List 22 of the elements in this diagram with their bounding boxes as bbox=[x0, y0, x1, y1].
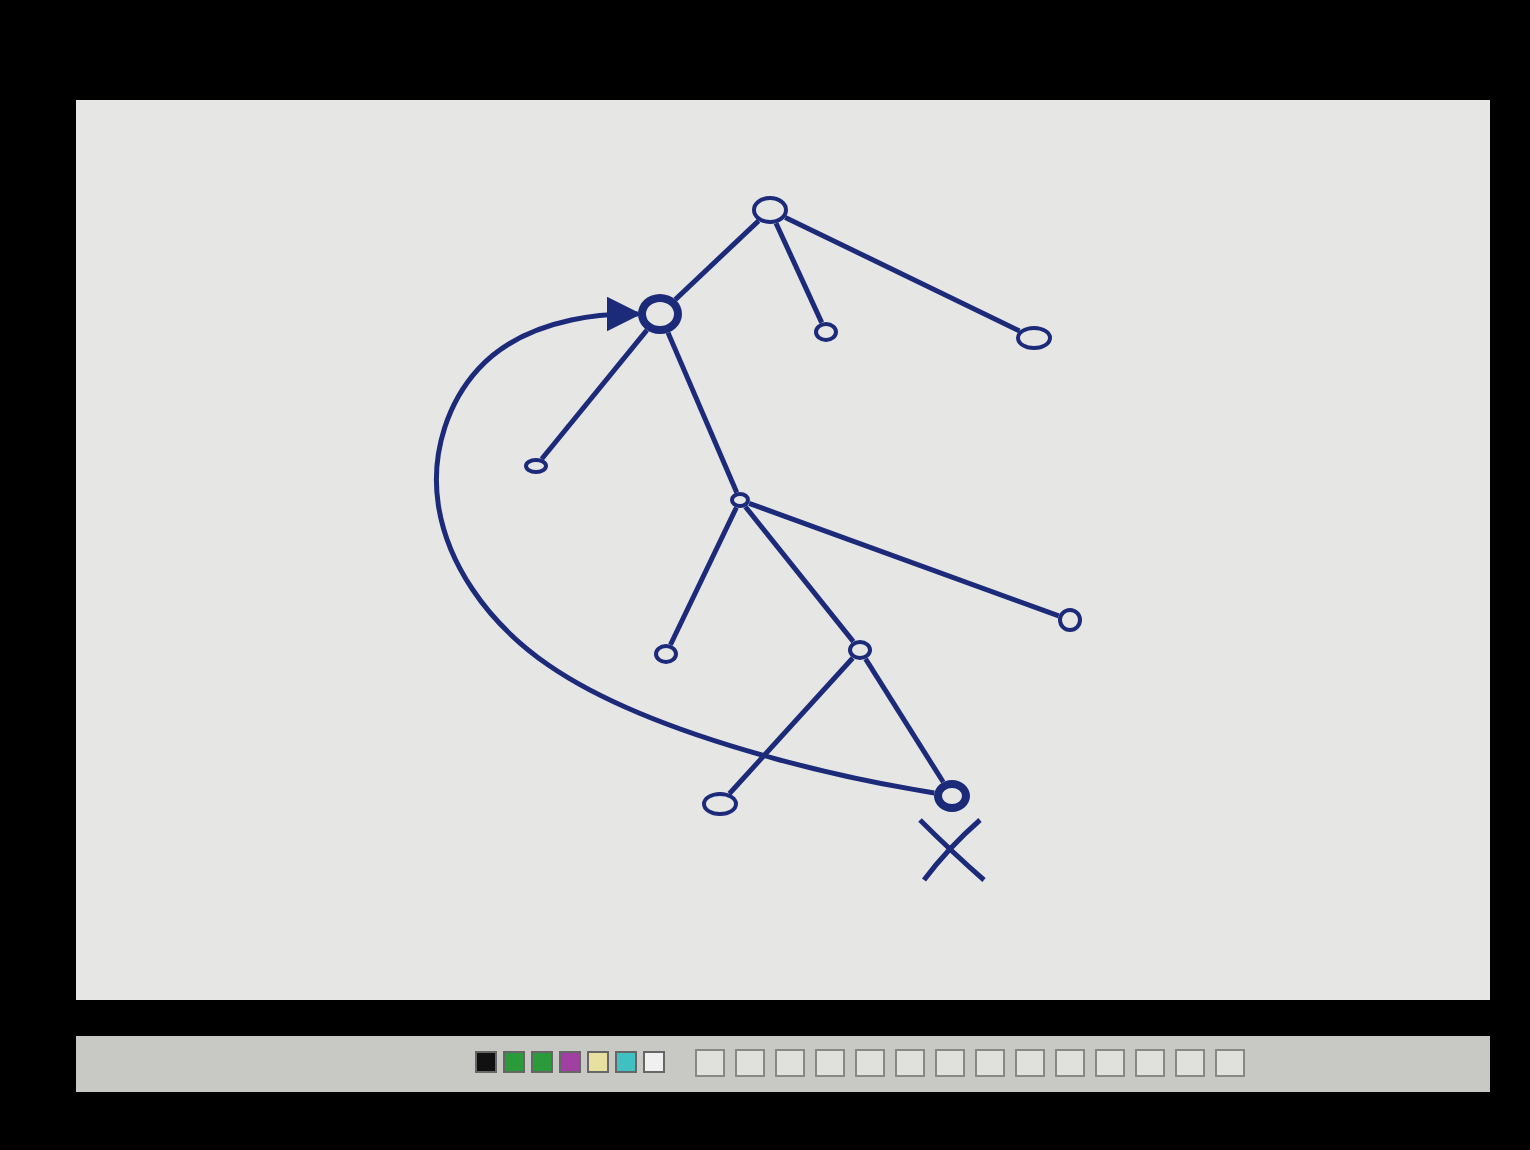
tree-branch-line bbox=[727, 656, 855, 796]
tree-branch-line bbox=[743, 505, 856, 644]
tree-node-circle bbox=[1016, 326, 1052, 350]
tree-branch-line bbox=[539, 328, 649, 461]
tree-node-circle bbox=[730, 492, 750, 508]
tree-branch-line bbox=[863, 657, 946, 784]
tree-branch-line bbox=[665, 331, 740, 494]
tree-branch-line bbox=[748, 500, 1060, 619]
tree-branch-line bbox=[784, 215, 1021, 334]
tree-branch-line bbox=[773, 222, 824, 324]
tree-node-circle bbox=[654, 644, 678, 664]
tree-node-circle bbox=[752, 196, 788, 224]
curved-arrow bbox=[433, 296, 935, 796]
tree-node-circle bbox=[524, 458, 548, 474]
tree-node-circle bbox=[934, 780, 970, 812]
tree-node-circle bbox=[848, 640, 872, 660]
tree-branch-line bbox=[673, 219, 761, 302]
tree-node-circle bbox=[814, 322, 838, 342]
tree-branch-line bbox=[668, 506, 739, 646]
tree-node-circle bbox=[1058, 608, 1082, 632]
tree-node-circle bbox=[638, 294, 682, 334]
tree-node-circle bbox=[702, 792, 738, 816]
